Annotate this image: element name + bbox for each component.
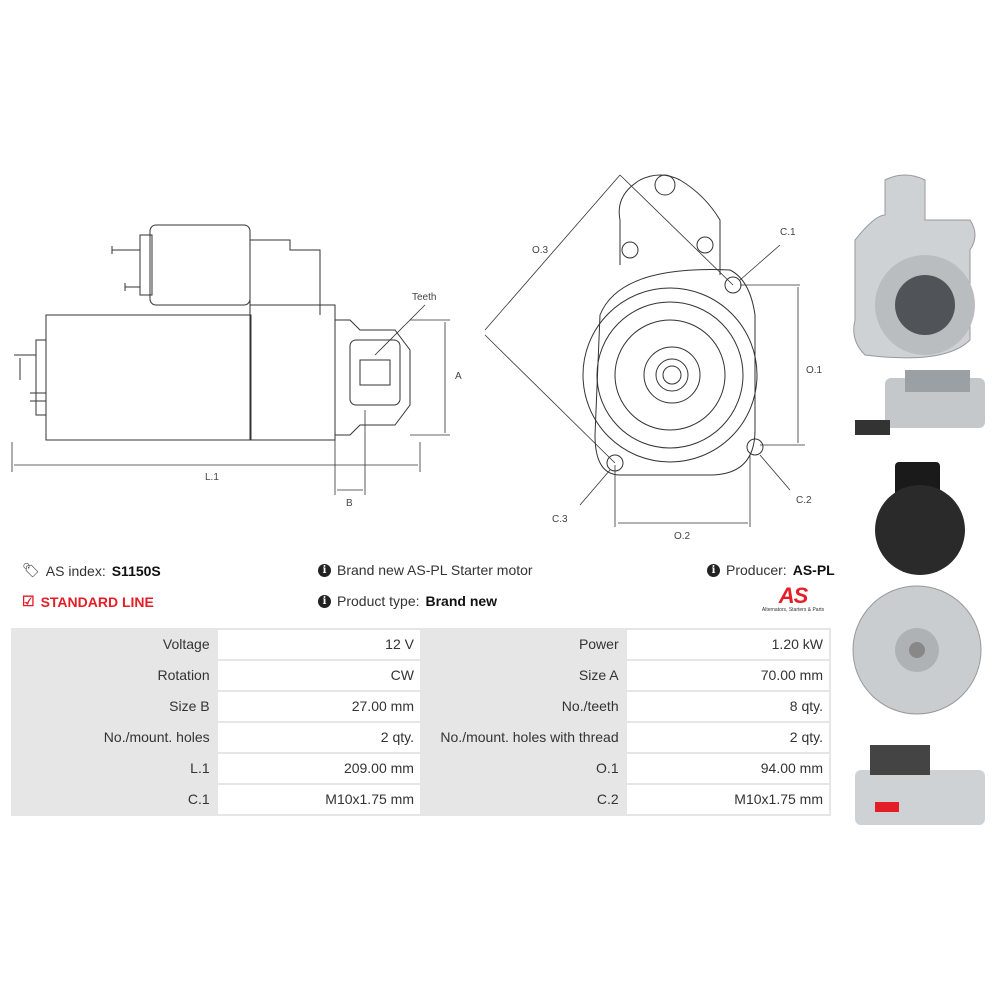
photo-front xyxy=(853,174,976,359)
spec-value: M10x1.75 mm xyxy=(626,785,829,814)
spec-value: M10x1.75 mm xyxy=(217,785,420,814)
producer: i Producer: AS-PL xyxy=(707,562,835,578)
producer-label: Producer: xyxy=(726,562,787,578)
logo-tagline: Alternators, Starters & Parts xyxy=(761,607,825,613)
spec-value: 2 qty. xyxy=(626,723,829,752)
standard-line-label: STANDARD LINE xyxy=(40,593,154,610)
dim-c3-label: C.3 xyxy=(552,514,568,525)
dim-l1-label: L.1 xyxy=(205,472,219,483)
spec-value: 70.00 mm xyxy=(626,661,829,690)
spec-value: 2 qty. xyxy=(217,723,420,752)
spec-label: C.1 xyxy=(13,785,216,814)
as-pl-logo: AS Alternators, Starters & Parts xyxy=(752,583,834,614)
dim-c2-label: C.2 xyxy=(796,495,812,506)
side-view-diagram: Teeth A L.1 B xyxy=(11,224,462,509)
as-index: 🏷︎ AS index: S1150S xyxy=(22,562,161,579)
dim-c1-label: C.1 xyxy=(780,227,796,238)
dim-b-label: B xyxy=(346,498,353,509)
photo-box xyxy=(855,745,985,825)
dim-a-label: A xyxy=(455,371,462,382)
info-icon: i xyxy=(318,594,331,608)
dim-o3-label: O.3 xyxy=(532,245,549,256)
checkbox-icon: ☑ xyxy=(22,593,35,609)
standard-line: ☑ STANDARD LINE xyxy=(22,593,154,610)
as-index-value: S1150S xyxy=(111,562,161,579)
front-view-diagram: O.3 C.1 O.1 C.3 C.2 O.2 xyxy=(484,174,823,542)
spec-label: No./mount. holes xyxy=(13,723,216,752)
spec-label: Rotation xyxy=(13,661,216,690)
spec-label: Size B xyxy=(13,692,216,721)
tag-icon: 🏷︎ xyxy=(22,562,40,578)
spec-value: 12 V xyxy=(217,630,420,659)
spec-label: L.1 xyxy=(13,754,216,783)
dim-o2-label: O.2 xyxy=(674,531,691,542)
spec-label: No./teeth xyxy=(421,692,625,721)
info-icon: i xyxy=(707,563,720,577)
dim-o1-label: O.1 xyxy=(806,365,823,376)
spec-value: 209.00 mm xyxy=(217,754,420,783)
info-icon: i xyxy=(318,563,331,577)
spec-value: 27.00 mm xyxy=(217,692,420,721)
teeth-label: Teeth xyxy=(412,292,436,303)
product-type: i Product type: Brand new xyxy=(318,593,497,609)
spec-value: CW xyxy=(217,661,420,690)
logo-mark: AS xyxy=(778,583,809,608)
spec-value: 1.20 kW xyxy=(626,630,829,659)
description: i Brand new AS-PL Starter motor xyxy=(318,562,533,578)
product-photos xyxy=(852,174,985,825)
spec-label: O.1 xyxy=(421,754,625,783)
product-type-label: Product type: xyxy=(337,593,420,609)
spec-value: 94.00 mm xyxy=(626,754,829,783)
product-type-value: Brand new xyxy=(425,593,498,609)
spec-label: Size A xyxy=(421,661,625,690)
spec-label: No./mount. holes with thread xyxy=(421,723,625,752)
spec-value: 8 qty. xyxy=(626,692,829,721)
spec-label: C.2 xyxy=(421,785,625,814)
producer-value: AS-PL xyxy=(792,562,835,578)
spec-label: Voltage xyxy=(13,630,216,659)
solenoid xyxy=(149,224,251,306)
motor-body xyxy=(45,314,252,441)
photo-side xyxy=(855,370,985,435)
description-text: Brand new AS-PL Starter motor xyxy=(337,562,533,578)
as-index-label: AS index: xyxy=(45,562,106,579)
photo-rear xyxy=(852,462,982,715)
spec-label: Power xyxy=(421,630,625,659)
